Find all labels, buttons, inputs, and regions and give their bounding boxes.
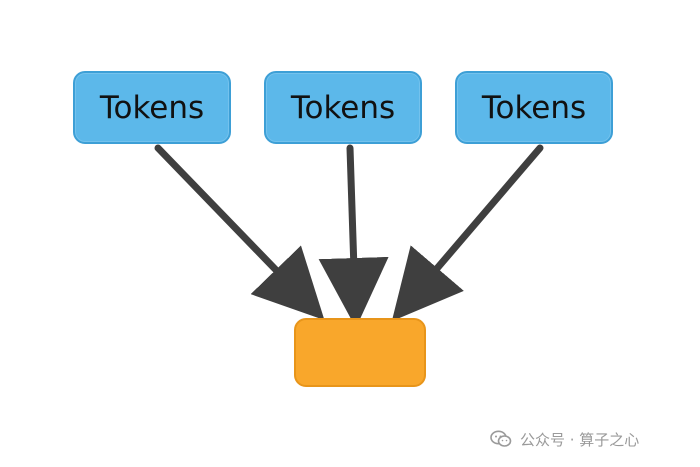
watermark-text: 公众号 · 算子之心: [520, 430, 640, 449]
arrow-token-3-to-output: [391, 144, 544, 322]
token-node-label: Tokens: [99, 89, 205, 126]
token-node-2: Tokens: [264, 71, 422, 144]
arrow-token-1-to-output: [154, 144, 325, 321]
wechat-icon: [490, 430, 512, 448]
output-node: [294, 318, 426, 387]
token-node-label: Tokens: [290, 89, 396, 126]
token-node-label: Tokens: [481, 89, 587, 126]
arrow-token-2-to-output: [318, 144, 389, 328]
watermark: 公众号 · 算子之心: [490, 425, 639, 453]
token-node-3: Tokens: [455, 71, 613, 144]
token-node-1: Tokens: [73, 71, 231, 144]
